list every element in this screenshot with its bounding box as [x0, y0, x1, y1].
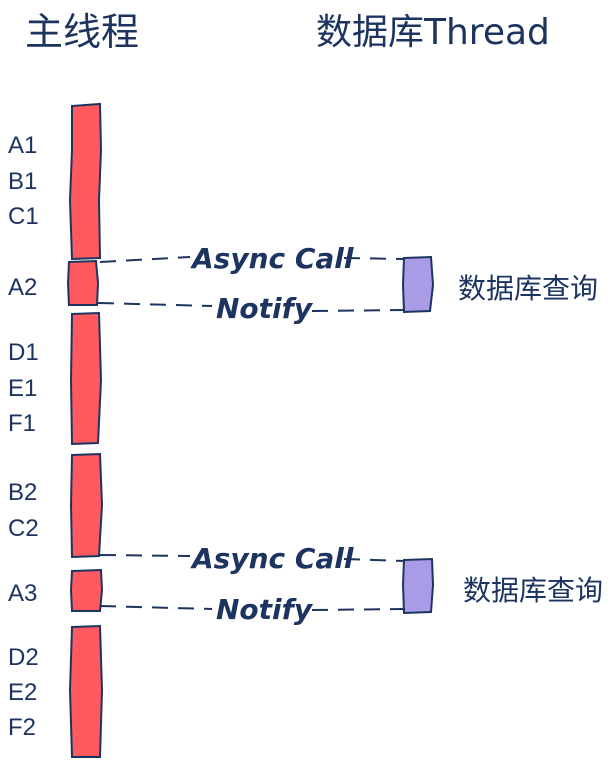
main-thread-segment-6 [68, 624, 104, 758]
task-label-a2: A2 [8, 274, 37, 301]
task-label-c1: C1 [8, 203, 39, 230]
task-label-c2: C2 [8, 515, 39, 542]
task-label-e2: E2 [8, 679, 37, 706]
notify-arrow-1-left [97, 302, 213, 307]
main-thread-segment-5 [69, 568, 104, 612]
db-query-label-1: 数据库查询 [458, 272, 598, 305]
db-thread-header: 数据库Thread [316, 12, 550, 53]
notify-arrow-2-left [99, 605, 213, 610]
task-label-a1: A1 [8, 132, 37, 159]
task-label-e1: E1 [8, 375, 37, 402]
main-thread-segment-2 [66, 259, 100, 306]
task-label-b2: B2 [8, 479, 37, 506]
task-label-b1: B1 [8, 168, 37, 195]
notify-label-2: Notify [216, 593, 314, 626]
async-call-label-2: Async Call [190, 542, 354, 575]
async-call-label-1: Async Call [190, 242, 354, 275]
main-thread-segment-1 [68, 102, 103, 261]
main-thread-segment-4 [69, 452, 104, 559]
task-label-a3: A3 [8, 580, 37, 607]
main-thread-header: 主线程 [25, 10, 139, 54]
task-label-f1: F1 [8, 410, 36, 437]
db-thread-segment-1 [401, 255, 435, 314]
async-call-arrow-1-right [343, 257, 405, 260]
async-call-arrow-2-left [99, 554, 191, 557]
notify-arrow-1-right [311, 309, 406, 312]
notify-label-1: Notify [216, 292, 314, 325]
db-query-label-2: 数据库查询 [463, 574, 603, 607]
task-label-d1: D1 [8, 339, 39, 366]
main-thread-segment-3 [69, 311, 103, 446]
db-thread-segment-2 [401, 557, 435, 615]
notify-arrow-2-right [311, 608, 406, 611]
task-label-d2: D2 [8, 644, 39, 671]
task-label-f2: F2 [8, 714, 36, 741]
async-call-arrow-2-right [343, 558, 405, 562]
async-call-arrow-1-left [99, 256, 191, 263]
